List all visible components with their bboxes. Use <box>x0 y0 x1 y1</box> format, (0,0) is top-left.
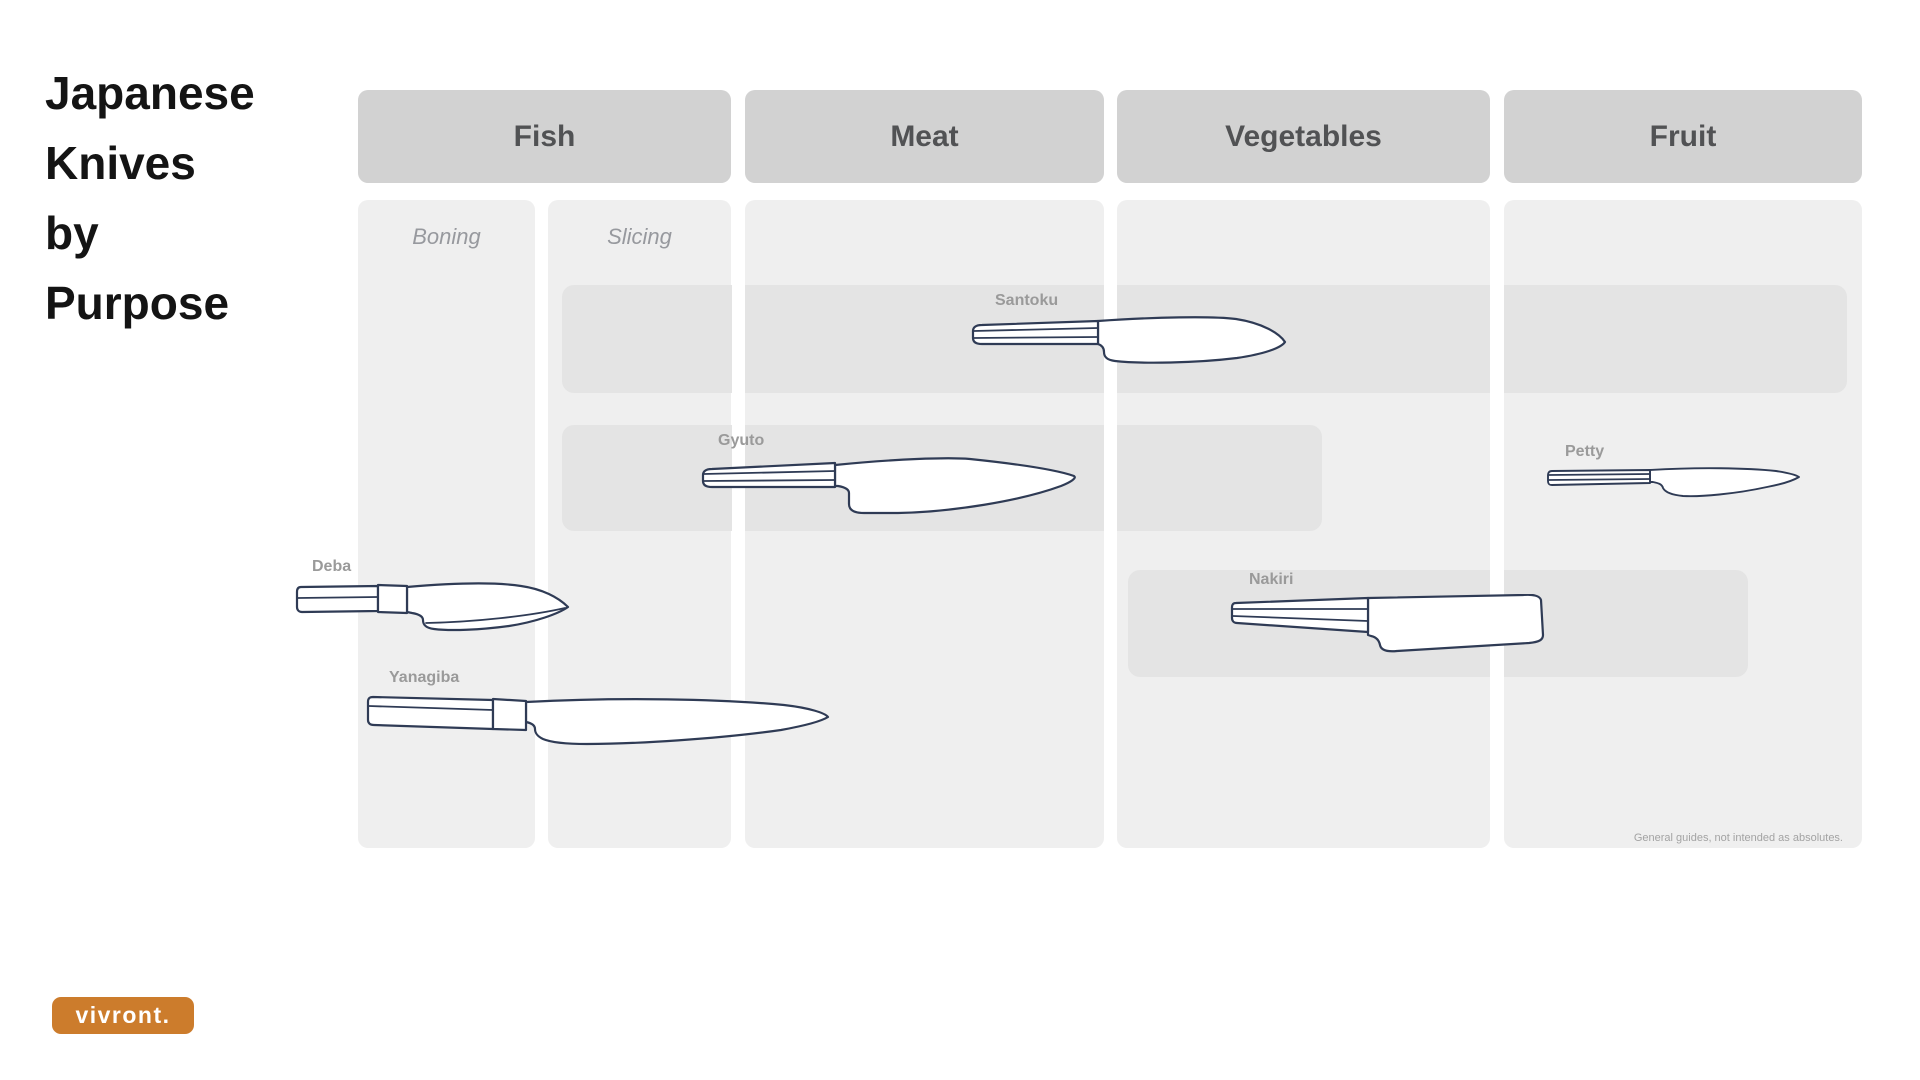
title-line-1: Japanese <box>45 67 255 119</box>
column-gap-fish-meat <box>732 200 745 848</box>
subcolumn-panel-boning: Boning <box>358 200 535 848</box>
knife-gyuto: Gyuto <box>700 432 1090 522</box>
knife-label-petty: Petty <box>1565 443 1605 460</box>
knife-yanagiba: Yanagiba <box>366 669 834 755</box>
knife-illustration-petty <box>1547 467 1800 498</box>
column-header-fish: Fish <box>358 90 731 183</box>
knife-illustration-gyuto <box>701 457 1076 515</box>
knife-deba: Deba <box>295 558 575 644</box>
column-header-fruit: Fruit <box>1504 90 1862 183</box>
knife-nakiri: Nakiri <box>1230 571 1550 659</box>
column-gap-meat-vegetables <box>1104 200 1117 848</box>
knife-petty: Petty <box>1546 443 1804 507</box>
knife-illustration-yanagiba <box>366 695 830 746</box>
column-gap-vegetables-fruit <box>1490 200 1504 848</box>
knife-label-santoku: Santoku <box>995 292 1059 309</box>
knife-illustration-santoku <box>971 316 1287 364</box>
title-line-3: by <box>45 207 99 259</box>
knife-label-nakiri: Nakiri <box>1249 571 1294 588</box>
knife-santoku: Santoku <box>970 292 1295 372</box>
column-header-vegetables: Vegetables <box>1117 90 1490 183</box>
brand-logo: vivront. <box>52 997 194 1034</box>
subcolumn-label-boning: Boning <box>412 224 481 249</box>
footnote: General guides, not intended as absolute… <box>1633 832 1843 844</box>
column-header-meat: Meat <box>745 90 1104 183</box>
subcolumn-label-slicing: Slicing <box>607 224 672 249</box>
knife-illustration-nakiri <box>1230 593 1545 653</box>
knife-illustration-deba <box>295 582 570 632</box>
knife-label-gyuto: Gyuto <box>718 432 765 449</box>
brand-logo-text: vivront. <box>75 1002 171 1028</box>
knife-label-yanagiba: Yanagiba <box>389 669 460 686</box>
title-line-4: Purpose <box>45 277 230 329</box>
page-title: Japanese Knives by Purpose <box>45 58 255 338</box>
knife-label-deba: Deba <box>312 558 352 575</box>
title-line-2: Knives <box>45 137 196 189</box>
